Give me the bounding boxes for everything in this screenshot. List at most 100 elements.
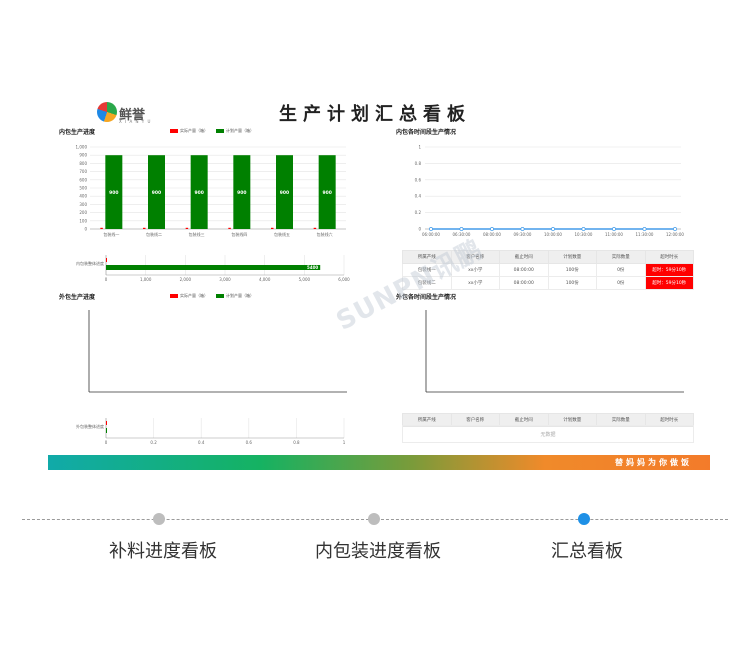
- logo-icon: [97, 102, 117, 122]
- table-cell: 100份: [547, 263, 597, 277]
- bar-value-label: 900: [237, 190, 246, 196]
- nav-item-replenish[interactable]: 补料进度看板: [109, 541, 217, 562]
- brand-logo: 鲜誉 X I A N Y U: [97, 102, 157, 128]
- bar-planned: [105, 155, 123, 229]
- table-header-cell: 截止时间: [499, 413, 549, 427]
- overdue-cell: 超时：59分10秒: [644, 276, 694, 290]
- bar-value-label: 900: [194, 190, 203, 196]
- outer-overdue-table: 所属产线客户名称截止时间计划数量实际数量超时时长: [402, 413, 694, 427]
- data-point: [612, 227, 616, 231]
- legend-actual-swatch: [170, 129, 178, 133]
- x-tick-label: 0: [105, 440, 108, 445]
- bar-planned: [106, 428, 107, 433]
- x-tick-label: 06:00:00: [422, 232, 440, 237]
- table-cell: 100份: [547, 276, 597, 290]
- table-cell: 08:00:00: [499, 276, 549, 290]
- data-point: [490, 227, 494, 231]
- y-tick-label: 0.2: [415, 210, 422, 215]
- nav-dot-replenish[interactable]: [153, 513, 165, 525]
- legend-actual-swatch: [170, 294, 178, 298]
- x-tick-label: 0: [105, 277, 108, 282]
- inner-legend[interactable]: 实际产量（箱） 计划产量（箱）: [170, 128, 254, 134]
- table-header-cell: 计划数量: [547, 250, 597, 264]
- table-header-cell: 客户名称: [450, 250, 500, 264]
- x-tick-label: 11:30:00: [636, 232, 654, 237]
- x-tick-label: 1,000: [140, 277, 152, 282]
- y-category-label: 外包装整体进度: [76, 423, 104, 429]
- x-tick-label: 包装线三: [189, 231, 205, 237]
- data-point: [673, 227, 677, 231]
- x-tick-label: 包装线四: [231, 231, 247, 237]
- table-header-cell: 实际数量: [596, 250, 646, 264]
- table-header-cell: 所属产线: [402, 250, 452, 264]
- table-cell: xx小学: [450, 276, 500, 290]
- outer-progress-title: 外包生产进度: [59, 294, 96, 301]
- table-header-cell: 截止时间: [499, 250, 549, 264]
- table-header-cell: 超时时长: [644, 413, 694, 427]
- brand-name: 鲜誉: [119, 108, 146, 123]
- table-header-cell: 计划数量: [547, 413, 597, 427]
- x-tick-label: 2,000: [180, 277, 192, 282]
- data-point: [520, 227, 525, 231]
- bar-value-label: 900: [322, 190, 331, 196]
- legend-actual-label: 实际产量（箱）: [180, 293, 208, 298]
- x-tick-label: 11:00:00: [605, 232, 623, 237]
- y-tick-label: 1,000: [76, 145, 88, 150]
- x-tick-label: 0.4: [198, 440, 205, 445]
- dashboard-title: 生产计划汇总看板: [279, 104, 471, 125]
- bar-planned: [106, 265, 321, 270]
- y-tick-label: 200: [79, 210, 87, 215]
- table-header-cell: 实际数量: [596, 413, 646, 427]
- nav-dot-inner-packaging[interactable]: [368, 513, 380, 525]
- bar-actual: [100, 227, 103, 229]
- bar-planned: [233, 155, 251, 229]
- outer-legend[interactable]: 实际产量（箱） 计划产量（箱）: [170, 293, 254, 299]
- y-tick-label: 1: [418, 145, 421, 150]
- x-tick-label: 包装线二: [146, 231, 162, 237]
- bar-actual: [106, 421, 107, 425]
- outer-timeslot-title: 外包各时间段生产情况: [396, 294, 457, 301]
- x-tick-label: 5,000: [299, 277, 311, 282]
- data-point: [459, 227, 464, 231]
- y-tick-label: 0.6: [415, 177, 422, 182]
- y-tick-label: 300: [79, 202, 87, 207]
- x-tick-label: 06:30:00: [453, 232, 471, 237]
- bar-planned: [318, 155, 336, 229]
- empty-table-message: 无数据: [402, 425, 694, 443]
- y-tick-label: 0.4: [415, 194, 422, 199]
- x-tick-label: 0.6: [246, 440, 253, 445]
- data-point: [551, 227, 555, 231]
- y-tick-label: 600: [79, 177, 87, 182]
- table-header-cell: 所属产线: [402, 413, 452, 427]
- data-point: [642, 227, 647, 231]
- nav-dot-summary[interactable]: [578, 513, 590, 525]
- outer-progress-chart: [88, 310, 347, 393]
- bar-planned: [276, 155, 293, 229]
- y-tick-label: 100: [79, 218, 87, 223]
- x-tick-label: 1: [343, 440, 346, 445]
- legend-actual-label: 实际产量（箱）: [180, 128, 208, 133]
- x-tick-label: 4,000: [259, 277, 271, 282]
- table-cell: 0份: [596, 263, 646, 277]
- outer-timeslot-chart: [425, 310, 684, 393]
- legend-planned-label: 计划产量（箱）: [226, 128, 254, 133]
- y-tick-label: 500: [79, 186, 87, 191]
- nav-item-summary[interactable]: 汇总看板: [551, 541, 623, 562]
- x-tick-label: 10:30:00: [575, 232, 593, 237]
- overdue-cell: 超时：59分10秒: [644, 263, 694, 277]
- x-tick-label: 包装线一: [103, 231, 119, 237]
- y-tick-label: 700: [79, 169, 87, 174]
- footer-banner: 替妈妈为你做饭: [48, 455, 710, 470]
- x-tick-label: 包装线六: [317, 231, 333, 237]
- bar-actual: [185, 227, 189, 229]
- footer-slogan: 替妈妈为你做饭: [615, 457, 692, 467]
- bar-value-label: 900: [280, 190, 289, 196]
- nav-item-inner-packaging[interactable]: 内包装进度看板: [315, 541, 441, 562]
- table-cell: 08:00:00: [499, 263, 549, 277]
- inner-progress-title: 内包生产进度: [59, 129, 96, 136]
